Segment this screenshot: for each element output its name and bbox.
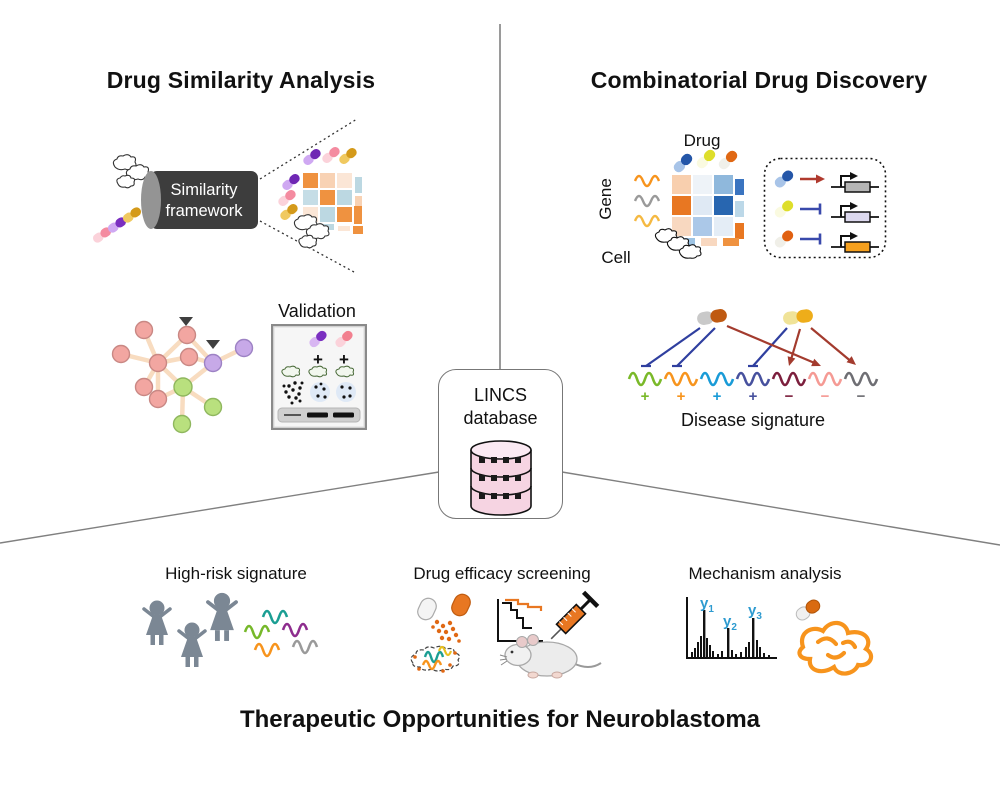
validation-cell-icons [281, 365, 355, 378]
heatmap-row-pill-icons [278, 173, 300, 221]
high-risk-art [142, 592, 319, 667]
left-divider-line [0, 471, 440, 544]
heatmap-column-pill-icons [303, 146, 357, 166]
lincs-database-box: LINCS database [438, 369, 563, 519]
mouse-icon [499, 634, 602, 679]
syringe-icon [550, 590, 600, 640]
drug-gene-regulation-box [763, 157, 887, 259]
projection-dotted-lines [259, 118, 358, 273]
western-blot-icon [277, 407, 361, 423]
signature-sign-5: − [784, 388, 794, 405]
bottom-title: Therapeutic Opportunities for Neuroblast… [239, 706, 761, 733]
mechanism-pill-icon [795, 599, 821, 621]
disease-signature-label: Disease signature [680, 410, 826, 430]
survival-curve-icon [497, 598, 543, 642]
plus-sign-1: + [313, 350, 323, 369]
drug-pill-icons [673, 149, 738, 173]
lincs-database-label: LINCS database [463, 385, 538, 428]
peak-label-y2: y2 [723, 613, 737, 633]
protein-ribbon-icon [797, 620, 874, 676]
granules [431, 619, 461, 643]
network-nodes [111, 320, 254, 434]
activation-arrows [726, 324, 856, 367]
signature-sign-7: − [856, 388, 866, 405]
drug-axis-label: Drug [683, 131, 721, 150]
expression-matrix [672, 175, 744, 246]
disease-signature-art [627, 309, 879, 387]
signature-squiggles [627, 371, 879, 387]
efficacy-art [410, 590, 602, 679]
right-divider-line [561, 471, 1000, 546]
mechanism-art [686, 597, 874, 676]
children-icons [142, 592, 238, 667]
colony-assay-icons [282, 381, 356, 405]
regulation-row-3 [774, 230, 879, 253]
signature-sign-3: + [712, 388, 722, 405]
drug-similarity-title: Drug Similarity Analysis [106, 67, 376, 93]
signature-sign-2: + [676, 388, 686, 405]
mass-spectrum-icon [686, 597, 777, 659]
signature-sign-6: − [820, 388, 830, 405]
similarity-framework-art [92, 118, 363, 273]
drug-gene-cell-matrix-art [633, 149, 744, 259]
cylinder-label: Similarity framework [165, 181, 243, 220]
gene-squiggle-icons [633, 174, 661, 228]
validation-pill-icons [309, 330, 353, 348]
regulation-row-2 [774, 200, 879, 223]
risk-signature-squiggles [243, 609, 319, 658]
database-icon [469, 440, 532, 516]
cell-scribble-icons [654, 228, 702, 259]
open-capsule-icon [417, 593, 471, 643]
regulation-row-1 [774, 170, 879, 193]
molecule-scribble-icon [112, 154, 150, 189]
combination-pill-icons [697, 309, 813, 325]
mechanism-label: Mechanism analysis [688, 564, 842, 583]
combinatorial-title: Combinatorial Drug Discovery [590, 67, 928, 93]
cell-axis-label: Cell [601, 248, 631, 267]
validation-panel [271, 324, 367, 430]
molecule-scribble-icon-2 [293, 214, 330, 249]
plus-sign-2: + [339, 350, 349, 369]
similarity-framework-cylinder [141, 171, 258, 229]
selection-triangle-icons [179, 317, 220, 349]
validation-label: Validation [278, 301, 356, 321]
drug-network-art [111, 317, 254, 434]
cell-culture-icon [410, 645, 460, 673]
inhibition-bars [641, 327, 788, 368]
signature-sign-4: + [748, 388, 758, 405]
high-risk-label: High-risk signature [165, 564, 307, 583]
network-edges [120, 329, 245, 425]
efficacy-label: Drug efficacy screening [413, 564, 591, 583]
input-pill-icons [92, 207, 142, 243]
signature-sign-1: + [640, 388, 650, 405]
peak-label-y1: y1 [700, 595, 714, 615]
peak-label-y3: y3 [748, 602, 762, 622]
